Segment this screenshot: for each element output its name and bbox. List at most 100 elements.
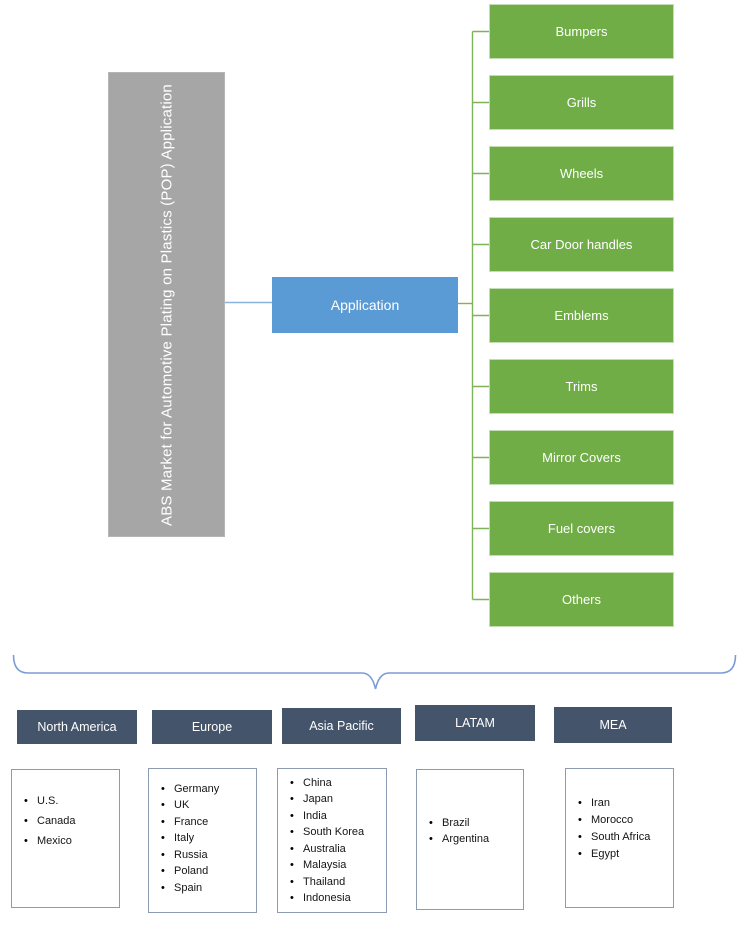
country-label: Canada	[37, 814, 76, 827]
country-item: • Canada	[24, 811, 117, 831]
country-item: • Mexico	[24, 831, 117, 851]
bullet-icon: •	[290, 842, 294, 855]
country-list-north-america: • U.S. • Canada • Mexico	[12, 791, 119, 851]
country-item: • Thailand	[290, 874, 384, 891]
bullet-icon: •	[290, 892, 294, 904]
country-list-asia-pacific: • China • Japan • India • South Korea • Australia…	[278, 775, 386, 907]
country-item: • Indonesia	[290, 890, 384, 907]
country-label: Germany	[174, 782, 220, 795]
country-item: •Argentina	[429, 831, 521, 847]
bullet-icon: •	[24, 794, 28, 807]
country-label: South Africa	[591, 831, 651, 843]
bullet-icon: •	[290, 826, 294, 838]
bullet-icon: •	[290, 859, 294, 871]
country-item: • China	[290, 775, 384, 792]
country-label: Thailand	[303, 875, 346, 888]
country-item: • Egypt	[578, 846, 671, 863]
country-item: • Morocco	[578, 812, 671, 829]
country-label: Malaysia	[303, 859, 347, 871]
country-label: Russia	[174, 848, 208, 861]
country-list-mea: • Iran • Morocco • South Africa • Egypt	[566, 795, 673, 863]
region-header-europe: Europe	[152, 710, 272, 744]
country-label: Australia	[303, 842, 346, 855]
country-label: Argentina	[442, 832, 490, 845]
country-label: China	[303, 776, 332, 789]
country-label: Brazil	[442, 816, 470, 829]
country-label: Morocco	[591, 814, 634, 826]
country-item: • Italy	[161, 830, 254, 847]
region-header-north-america: North America	[17, 710, 137, 744]
bullet-icon: •	[290, 875, 294, 888]
country-list-box-europe: • Germany • UK • France • Italy • Russia • Poland • S…	[148, 768, 257, 913]
bullet-icon: •	[24, 814, 28, 827]
country-item: • India	[290, 808, 384, 825]
country-label: Spain	[174, 881, 203, 894]
bullet-icon: •	[578, 797, 582, 809]
country-item: • Australia	[290, 841, 384, 858]
bullet-icon: •	[161, 832, 165, 845]
country-item: • France	[161, 814, 254, 831]
bullet-icon: •	[429, 816, 433, 829]
country-item: • U.S.	[24, 791, 117, 811]
leaf-node-car-door-handles: Car Door handles	[489, 217, 674, 272]
country-label: Indonesia	[303, 892, 351, 904]
country-item: • Brazil	[429, 815, 521, 831]
country-item: • Germany	[161, 781, 254, 798]
bullet-icon: •	[290, 793, 294, 805]
leaf-node-trims: Trims	[489, 359, 674, 414]
country-label: Japan	[303, 793, 333, 805]
root-title-box: ABS Market for Automotive Plating on Pla…	[108, 72, 225, 537]
bullet-icon: •	[161, 799, 165, 812]
diagram-title: ABS Market for Automotive Plating on Pla…	[158, 83, 175, 526]
leaf-node-mirror-covers: Mirror Covers	[489, 430, 674, 485]
country-item: • Japan	[290, 791, 384, 808]
leaf-node-bumpers: Bumpers	[489, 4, 674, 59]
leaf-node-grills: Grills	[489, 75, 674, 130]
country-label: UK	[174, 799, 190, 812]
country-list-box-north-america: • U.S. • Canada • Mexico	[11, 769, 120, 908]
bullet-icon: •	[161, 782, 165, 795]
country-label: India	[303, 809, 327, 822]
country-list-box-asia-pacific: • China • Japan • India • South Korea • Australia…	[277, 768, 387, 913]
country-item: • Spain	[161, 880, 254, 897]
bullet-icon: •	[161, 881, 165, 894]
region-header-asia-pacific: Asia Pacific	[282, 708, 401, 744]
bullet-icon: •	[161, 848, 165, 861]
country-item: • Malaysia	[290, 857, 384, 874]
bullet-icon: •	[161, 865, 165, 878]
country-item: • South Korea	[290, 824, 384, 841]
region-header-mea: MEA	[554, 707, 672, 743]
country-list-latam: • Brazil •Argentina	[417, 815, 523, 847]
country-list-europe: • Germany • UK • France • Italy • Russia • Poland • S…	[149, 781, 256, 897]
country-label: U.S.	[37, 794, 59, 807]
country-label: Iran	[591, 797, 610, 809]
bullet-icon: •	[290, 809, 294, 822]
bullet-icon: •	[290, 776, 294, 789]
application-node: Application	[272, 277, 458, 333]
country-label: Mexico	[37, 834, 72, 847]
country-label: South Korea	[303, 826, 365, 838]
leaf-node-wheels: Wheels	[489, 146, 674, 201]
brace	[12, 654, 737, 690]
country-list-box-latam: • Brazil •Argentina	[416, 769, 524, 910]
country-item: • Iran	[578, 795, 671, 812]
country-label: Italy	[174, 832, 195, 845]
bullet-icon: •	[578, 831, 582, 843]
country-item: • UK	[161, 797, 254, 814]
country-label: Egypt	[591, 848, 620, 860]
country-item: • Russia	[161, 847, 254, 864]
region-header-latam: LATAM	[415, 705, 535, 741]
country-label: Poland	[174, 865, 209, 878]
leaf-node-others: Others	[489, 572, 674, 627]
country-item: • South Africa	[578, 829, 671, 846]
country-item: • Poland	[161, 863, 254, 880]
bullet-icon: •	[578, 848, 582, 860]
bullet-icon: •	[161, 815, 165, 828]
bullet-icon: •	[578, 814, 582, 826]
bullet-icon: •	[24, 834, 28, 847]
leaf-node-emblems: Emblems	[489, 288, 674, 343]
leaf-node-fuel-covers: Fuel covers	[489, 501, 674, 556]
country-list-box-mea: • Iran • Morocco • South Africa • Egypt	[565, 768, 674, 908]
country-label: France	[174, 815, 209, 828]
